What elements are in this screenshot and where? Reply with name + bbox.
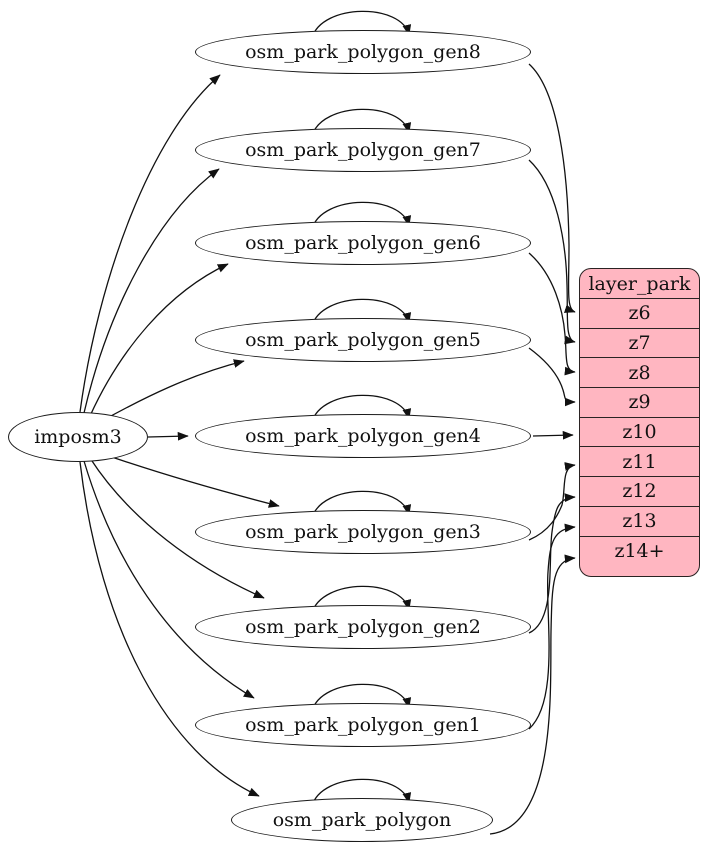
selfloop-gen8 bbox=[311, 10, 412, 39]
edge-gen6-z8 bbox=[528, 252, 576, 376]
layer-table-layer-park: layer_park z6 z7 z8 z9 z10 z11 z12 z13 z… bbox=[579, 268, 700, 577]
edge-imposm3-gen7 bbox=[83, 168, 220, 414]
layer-row-z10: z10 bbox=[580, 416, 699, 447]
edge-imposm3-osm-park-polygon bbox=[79, 461, 260, 797]
layer-row-z7: z7 bbox=[580, 327, 699, 358]
edge-imposm3-gen5 bbox=[99, 359, 245, 423]
node-label: osm_park_polygon_gen6 bbox=[245, 232, 481, 254]
node-label: osm_park_polygon_gen4 bbox=[245, 425, 481, 447]
node-osm-park-polygon-gen1: osm_park_polygon_gen1 bbox=[195, 703, 531, 747]
edge-gen1-z13 bbox=[528, 523, 576, 730]
layer-row-z11: z11 bbox=[580, 446, 699, 476]
selfloop-gen4 bbox=[311, 394, 412, 423]
node-label: osm_park_polygon_gen3 bbox=[245, 521, 481, 543]
node-label: osm_park_polygon_gen1 bbox=[245, 714, 481, 736]
node-osm-park-polygon: osm_park_polygon bbox=[231, 798, 493, 842]
layer-row-z8: z8 bbox=[580, 357, 699, 387]
edge-gen7-z7 bbox=[528, 159, 576, 345]
edge-imposm3-gen6 bbox=[89, 263, 229, 417]
selfloop-gen5 bbox=[311, 298, 412, 327]
layer-row-z12: z12 bbox=[580, 476, 699, 506]
edge-imposm3-gen4 bbox=[147, 431, 189, 441]
node-label: osm_park_polygon_gen7 bbox=[245, 139, 481, 161]
edge-imposm3-gen1 bbox=[83, 460, 255, 699]
selfloop-osm-park-polygon bbox=[311, 778, 412, 807]
layer-row-z9: z9 bbox=[580, 387, 699, 417]
layer-row-z14plus: z14+ bbox=[580, 535, 699, 566]
node-osm-park-polygon-gen3: osm_park_polygon_gen3 bbox=[195, 510, 531, 554]
node-label: osm_park_polygon bbox=[272, 809, 452, 831]
selfloop-gen2 bbox=[311, 585, 412, 614]
edge-gen3-z11 bbox=[528, 462, 576, 541]
layer-row-z6: z6 bbox=[580, 298, 699, 328]
edge-imposm3-gen2 bbox=[89, 457, 265, 599]
layer-row-z13: z13 bbox=[580, 505, 699, 536]
node-osm-park-polygon-gen7: osm_park_polygon_gen7 bbox=[195, 128, 531, 172]
node-label: imposm3 bbox=[34, 426, 122, 448]
edge-gen2-z12 bbox=[528, 493, 576, 634]
node-osm-park-polygon-gen2: osm_park_polygon_gen2 bbox=[195, 605, 531, 649]
node-imposm3: imposm3 bbox=[8, 412, 148, 462]
node-osm-park-polygon-gen8: osm_park_polygon_gen8 bbox=[195, 30, 531, 74]
node-osm-park-polygon-gen4: osm_park_polygon_gen4 bbox=[195, 414, 531, 458]
selfloop-gen6 bbox=[311, 201, 412, 230]
layer-table-title: layer_park bbox=[588, 272, 691, 295]
edge-gen8-z6 bbox=[528, 63, 576, 313]
edge-gen5-z9 bbox=[528, 347, 576, 407]
edge-imposm3-gen3 bbox=[99, 452, 280, 508]
edge-imposm3-gen8 bbox=[79, 74, 221, 413]
selfloop-gen3 bbox=[311, 490, 412, 519]
node-label: osm_park_polygon_gen2 bbox=[245, 616, 481, 638]
node-osm-park-polygon-gen6: osm_park_polygon_gen6 bbox=[195, 221, 531, 265]
node-label: osm_park_polygon_gen8 bbox=[245, 41, 481, 63]
edge-gen4-z10 bbox=[532, 430, 574, 440]
node-label: osm_park_polygon_gen5 bbox=[245, 329, 481, 351]
selfloop-gen1 bbox=[311, 683, 412, 712]
node-osm-park-polygon-gen5: osm_park_polygon_gen5 bbox=[195, 318, 531, 362]
edge-osm-park-polygon-z14 bbox=[489, 554, 576, 835]
selfloop-gen7 bbox=[311, 108, 412, 137]
